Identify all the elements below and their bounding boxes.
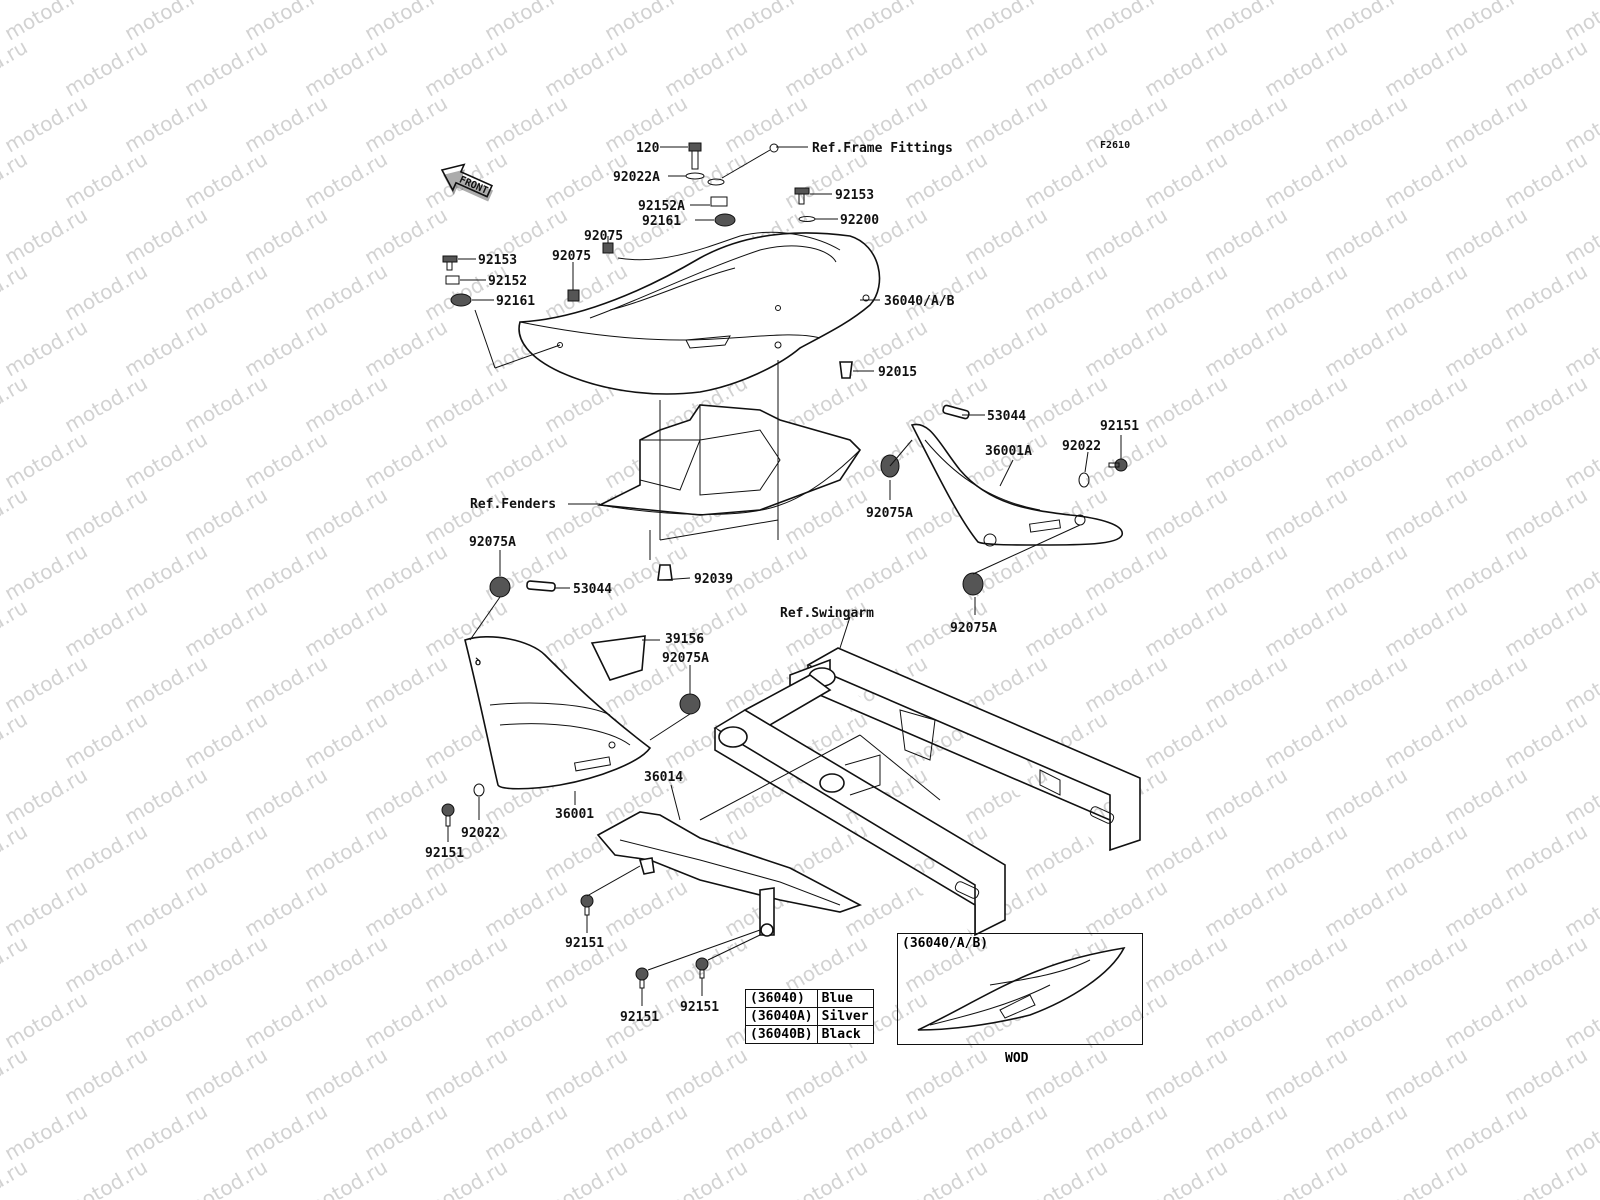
callout-36001: 36001 [555,807,594,822]
legend-color: Blue [816,989,874,1008]
callout-92075: 92075 [584,229,623,244]
chain-guard-part [596,811,862,937]
clip-92039-icon [657,564,673,581]
frame-fitting-cable-icon [707,143,779,186]
svg-text:ꝺ: ꝺ [475,657,481,668]
callout-92075A-mid: 92075A [866,506,913,521]
washer-92200-icon [798,216,816,222]
callout-53044-left: 53044 [573,582,612,597]
bolt-92151-right-icon [1108,458,1128,472]
callout-92152: 92152 [488,274,527,289]
callout-92022-right: 92022 [1062,439,1101,454]
legend-code: (36040B) [745,1025,818,1044]
callout-92075A-center: 92075A [662,651,709,666]
legend-code: (36040) [745,989,818,1008]
legend-color: Black [816,1025,874,1044]
legend-row: (36040) Blue [745,989,874,1008]
inset-caption: WOD [1005,1051,1029,1066]
grommet-92075A-lower-right-icon [962,572,984,596]
callout-ref-swingarm: Ref.Swingarm [780,606,874,621]
washer-92022-left-icon [473,783,485,797]
callout-120: 120 [636,141,660,156]
grommet-92075A-left-icon [489,576,511,598]
callout-53044-right: 53044 [987,409,1026,424]
pin-53044-left-icon [526,580,556,592]
callout-92153-top: 92153 [835,188,874,203]
grommet-92161-top-icon [714,213,736,227]
callout-labels: 120 Ref.Frame Fittings 92022A 92153 9215… [425,141,1139,1025]
callout-ref-fenders: Ref.Fenders [470,497,556,512]
callout-92039: 92039 [694,572,733,587]
side-cover-right-part [910,423,1123,547]
screw-92153-left-icon [442,255,458,271]
callout-92151-chain3: 92151 [680,1000,719,1015]
callout-92151-left: 92151 [425,846,464,861]
washer-92022A-icon [685,172,705,180]
rear-fender-part [597,404,862,516]
nut-92075-lower-icon [567,289,580,302]
legend-color: Silver [816,1007,874,1026]
callout-92151-right: 92151 [1100,419,1139,434]
nut-92075-icon [602,242,614,254]
callout-92022-left: 92022 [461,826,500,841]
callout-92200: 92200 [840,213,879,228]
bolt-120-icon [688,142,702,170]
callout-92161-top: 92161 [642,214,681,229]
legend-code: (36040A) [745,1007,818,1026]
callout-92151-chain1: 92151 [565,936,604,951]
callout-92075A-lower-right: 92075A [950,621,997,636]
callout-92075A-left: 92075A [469,535,516,550]
callout-36001A: 36001A [985,444,1032,459]
front-arrow-icon: FRONT [440,163,494,202]
leader-lines [447,146,1122,1006]
grommet-92161-left-icon [450,293,472,307]
collar-92152A-icon [710,196,728,207]
washer-92022-right-icon [1078,472,1090,488]
side-cover-left-part: ꝺ [464,636,652,790]
bolt-92151-left-icon [441,803,455,827]
color-legend-table: (36040) Blue (36040A) Silver (36040B) Bl… [745,989,874,1044]
decal-part [590,635,646,681]
callout-36014: 36014 [644,770,683,785]
inset-tail-cowl-part [917,946,1126,1031]
callout-92022A: 92022A [613,170,660,185]
inset-title: (36040/A/B) [902,936,989,951]
callout-92161-left: 92161 [496,294,535,309]
swingarm-part [713,647,1141,937]
screw-92153-top-icon [794,187,810,205]
collar-92152-icon [445,275,460,285]
bolt-92151-chain1-icon [580,894,594,916]
callout-36040: 36040/A/B [884,294,955,309]
callout-92152A: 92152A [638,199,685,214]
inset-box: (36040/A/B) [897,933,1143,1045]
bolt-92151-chain3-icon [695,957,709,979]
callout-92153-left: 92153 [478,253,517,268]
bolt-92151-chain2-icon [635,967,649,989]
callout-92015: 92015 [878,365,917,380]
legend-row: (36040A) Silver [745,1007,874,1026]
callout-92151-chain2: 92151 [620,1010,659,1025]
pin-53044-right-icon [942,404,970,420]
callout-92075-lower: 92075 [552,249,591,264]
figure-code: F2610 [1100,140,1130,151]
callout-ref-frame-fittings: Ref.Frame Fittings [812,141,953,156]
callout-39156: 39156 [665,632,704,647]
legend-row: (36040B) Black [745,1025,874,1044]
tail-cowl-part [518,231,881,395]
grommet-92075A-center-icon [679,693,701,715]
clip-92015-icon [839,361,853,379]
